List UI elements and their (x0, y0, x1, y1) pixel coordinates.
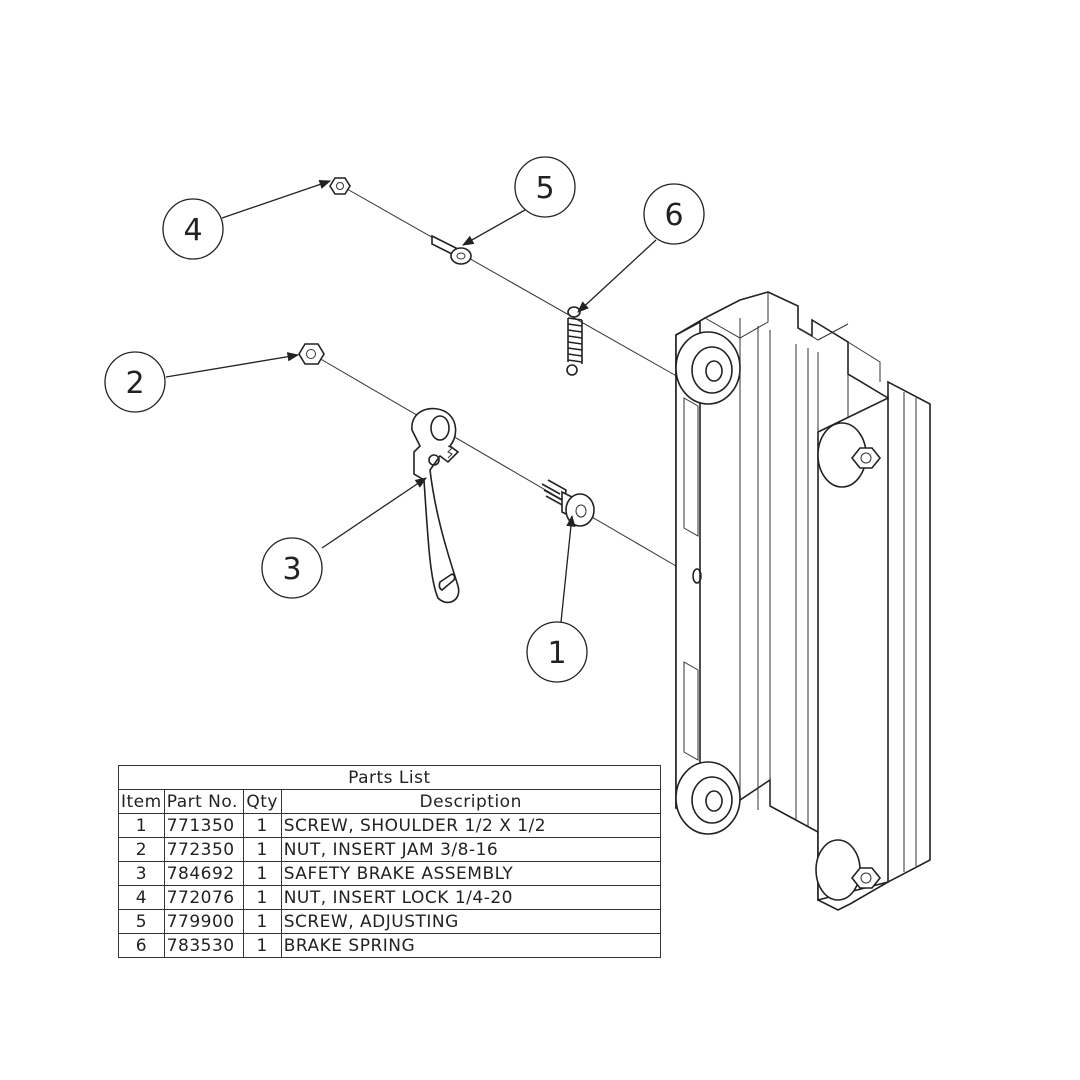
callout-label-4: 4 (183, 213, 202, 248)
callout-bubble-3: 3 (261, 537, 323, 599)
callout-bubble-4: 4 (162, 198, 224, 260)
callout-leaders (165, 179, 657, 623)
table-row: 3 784692 1 SAFETY BRAKE ASSEMBLY (118, 861, 661, 886)
part-lock-nut (329, 177, 351, 195)
part-shoulder-screw (541, 479, 595, 527)
cell-item: 6 (118, 933, 165, 958)
part-safety-brake (411, 407, 460, 604)
parts-list-table: Parts List Item Part No. Qty Description… (118, 765, 661, 958)
callout-label-5: 5 (535, 171, 554, 206)
cell-item: 1 (118, 813, 165, 838)
callout-label-2: 2 (125, 366, 144, 401)
roller-top-left (675, 331, 741, 405)
part-adjusting-screw (431, 234, 472, 265)
cell-item: 2 (118, 837, 165, 862)
header-part-no: Part No. (163, 789, 244, 814)
assembly-axis-lines (311, 184, 681, 567)
table-row: 1 771350 1 SCREW, SHOULDER 1/2 X 1/2 (118, 813, 661, 838)
roller-bottom-left (675, 761, 741, 835)
table-row: 5 779900 1 SCREW, ADJUSTING (118, 909, 661, 934)
callout-bubble-1: 1 (526, 621, 588, 683)
parts-list-header-row: Item Part No. Qty Description (118, 789, 661, 814)
cell-part-no: 784692 (163, 861, 244, 886)
cell-part-no: 772350 (163, 837, 244, 862)
cell-qty: 1 (242, 813, 282, 838)
table-row: 4 772076 1 NUT, INSERT LOCK 1/4-20 (118, 885, 661, 910)
callout-label-6: 6 (664, 198, 683, 233)
parts-list-title-row: Parts List (118, 765, 661, 790)
table-row: 2 772350 1 NUT, INSERT JAM 3/8-16 (118, 837, 661, 862)
cell-description: NUT, INSERT LOCK 1/4-20 (280, 885, 661, 910)
cell-part-no: 783530 (163, 933, 244, 958)
callout-bubble-5: 5 (514, 156, 576, 218)
cell-qty: 1 (242, 933, 282, 958)
hex-nut-bottom-right (850, 867, 882, 889)
cell-part-no: 779900 (163, 909, 244, 934)
cell-description: BRAKE SPRING (280, 933, 661, 958)
cell-item: 3 (118, 861, 165, 886)
callout-label-1: 1 (547, 636, 566, 671)
roller-bottom-right (815, 839, 861, 901)
callout-bubble-6: 6 (643, 183, 705, 245)
rail-assembly (675, 291, 931, 911)
cell-description: SCREW, ADJUSTING (280, 909, 661, 934)
cell-description: SCREW, SHOULDER 1/2 X 1/2 (280, 813, 661, 838)
callout-label-3: 3 (282, 552, 301, 587)
cell-part-no: 771350 (163, 813, 244, 838)
cell-description: SAFETY BRAKE ASSEMBLY (280, 861, 661, 886)
cell-qty: 1 (242, 837, 282, 862)
header-item: Item (118, 789, 165, 814)
cell-part-no: 772076 (163, 885, 244, 910)
header-qty: Qty (242, 789, 282, 814)
header-description: Description (280, 789, 661, 814)
cell-item: 4 (118, 885, 165, 910)
callout-bubble-2: 2 (104, 351, 166, 413)
parts-list-title: Parts List (118, 765, 661, 790)
cell-item: 5 (118, 909, 165, 934)
cell-qty: 1 (242, 861, 282, 886)
hex-nut-top-right (850, 447, 882, 469)
cell-description: NUT, INSERT JAM 3/8-16 (280, 837, 661, 862)
part-jam-nut (298, 343, 325, 365)
cell-qty: 1 (242, 909, 282, 934)
cell-qty: 1 (242, 885, 282, 910)
table-row: 6 783530 1 BRAKE SPRING (118, 933, 661, 958)
part-brake-spring (566, 306, 583, 376)
